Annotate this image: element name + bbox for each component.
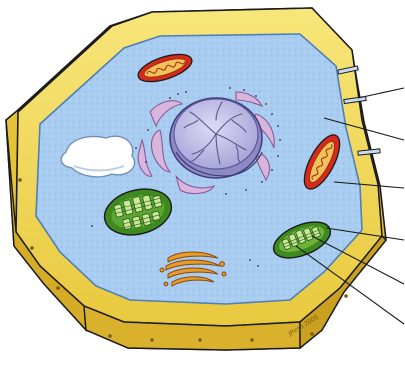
nucleus [170, 98, 262, 178]
leader-line-cell-wall [358, 88, 404, 98]
